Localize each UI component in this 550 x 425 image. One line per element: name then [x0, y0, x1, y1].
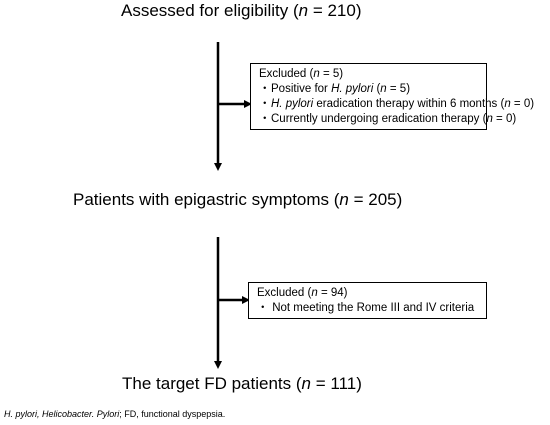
- epigastric-n: n: [339, 190, 349, 209]
- exclusion-2-item-1: ・ Not meeting the Rome III and IV criter…: [257, 301, 478, 316]
- ex1-i1-post: (: [373, 83, 381, 95]
- assessed-text: Assessed for eligibility (: [121, 1, 299, 20]
- epigastric-text: Patients with epigastric symptoms (: [73, 190, 340, 209]
- footnote-rest: ; FD, functional dyspepsia.: [119, 409, 226, 419]
- bullet-icon: ・: [257, 302, 269, 314]
- ex1-i1-n: n: [380, 83, 387, 95]
- ex2-title-post: = 94): [317, 287, 348, 299]
- exclusion-1-item-3: ・Currently undergoing eradication therap…: [259, 112, 516, 127]
- target-count: = 111): [311, 374, 362, 393]
- bullet-icon: ・: [259, 98, 271, 110]
- ex1-title-pre: Excluded (: [259, 68, 314, 80]
- exclusion-2-title: Excluded (n = 94): [257, 286, 478, 301]
- exclusion-1-item-2: ・H. pylori eradication therapy within 6 …: [259, 97, 534, 112]
- exclusion-box-2: Excluded (n = 94) ・ Not meeting the Rome…: [248, 282, 487, 319]
- epigastric-count: = 205): [348, 190, 403, 209]
- ex1-i3-tail: = 0): [492, 113, 517, 125]
- epigastric-node: Patients with epigastric symptoms (n = 2…: [73, 190, 402, 210]
- target-text: The target FD patients (: [122, 374, 302, 393]
- ex1-i2-tail: = 0): [510, 98, 535, 110]
- ex1-i3-pre: Currently undergoing eradication therapy…: [271, 113, 487, 125]
- target-n: n: [301, 374, 311, 393]
- ex1-i1-tail: = 5): [386, 83, 411, 95]
- ex2-i1-text: Not meeting the Rome III and IV criteria: [269, 302, 475, 314]
- ex1-i2-n: n: [504, 98, 511, 110]
- bullet-icon: ・: [259, 83, 271, 95]
- ex2-title-n: n: [311, 287, 318, 299]
- ex1-title-n: n: [313, 68, 320, 80]
- ex1-title-post: = 5): [319, 68, 344, 80]
- assessed-n: n: [298, 1, 309, 20]
- ex1-i2-post: eradication therapy within 6 months (: [313, 98, 505, 110]
- exclusion-1-item-1: ・Positive for H. pylori (n = 5): [259, 82, 478, 97]
- footnote: H. pylori, Helicobacter. Pylori; FD, fun…: [4, 409, 225, 419]
- bullet-icon: ・: [259, 113, 271, 125]
- ex1-i1-italic: H. pylori: [331, 83, 374, 95]
- ex2-title-pre: Excluded (: [257, 287, 312, 299]
- assessed-count: = 210): [308, 1, 362, 20]
- ex1-i1-pre: Positive for: [271, 83, 332, 95]
- target-node: The target FD patients (n = 111): [122, 374, 362, 394]
- exclusion-1-title: Excluded (n = 5): [259, 67, 478, 82]
- exclusion-box-1: Excluded (n = 5) ・Positive for H. pylori…: [250, 63, 534, 130]
- assessed-node: Assessed for eligibility (n = 210): [121, 1, 362, 21]
- footnote-abbrev: H. pylori, Helicobacter. Pylori: [4, 409, 120, 419]
- ex1-i2-italic: H. pylori: [271, 98, 314, 110]
- ex1-i3-n: n: [486, 113, 493, 125]
